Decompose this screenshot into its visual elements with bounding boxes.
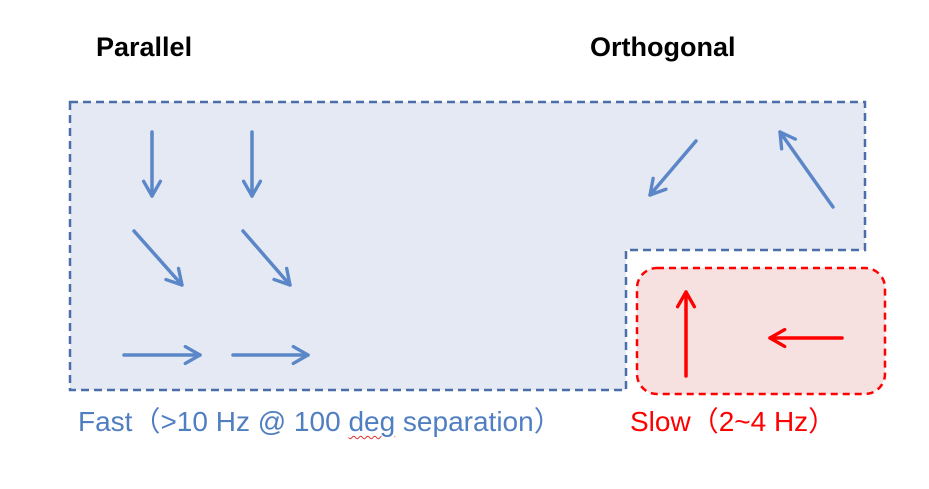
title-orthogonal: Orthogonal bbox=[590, 32, 736, 62]
arrow-down-left-icon bbox=[648, 139, 698, 197]
arrow-down-right-icon bbox=[241, 229, 292, 287]
caption-fast-part: separation） bbox=[395, 406, 562, 437]
caption-fast: Fast（>10 Hz @ 100 deg separation） bbox=[78, 408, 562, 436]
arrow-down-right-icon bbox=[132, 229, 184, 287]
slow-region bbox=[635, 266, 887, 396]
caption-fast-part: Fast（>10 Hz @ 100 bbox=[78, 406, 349, 437]
caption-fast-misspelled-word: deg bbox=[348, 406, 396, 437]
title-parallel: Parallel bbox=[96, 32, 193, 62]
caption-slow: Slow（2~4 Hz） bbox=[630, 406, 837, 437]
arrow-up-left-icon bbox=[778, 130, 835, 209]
